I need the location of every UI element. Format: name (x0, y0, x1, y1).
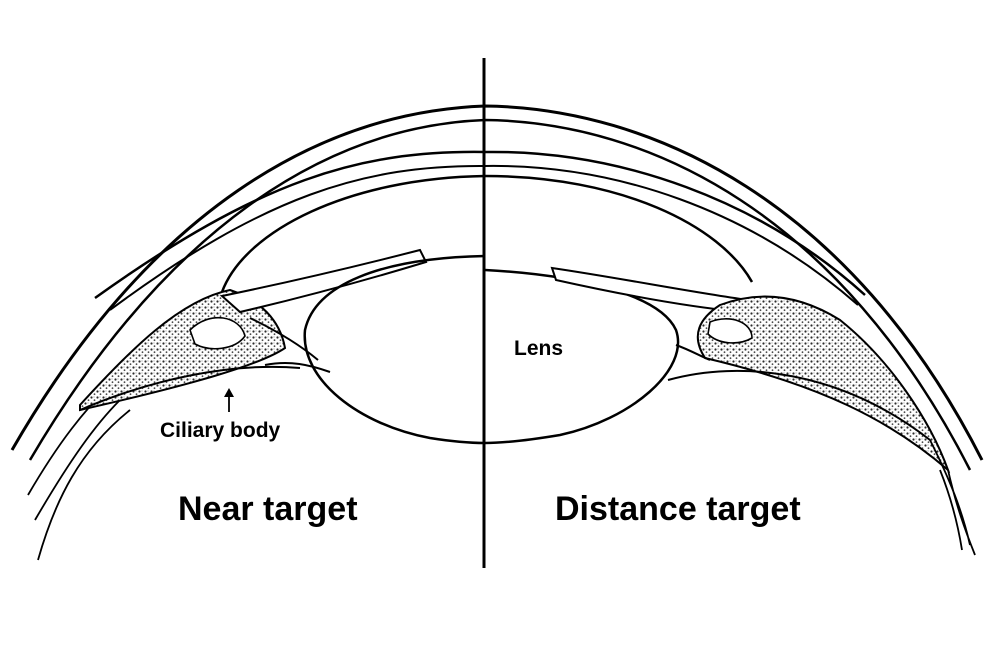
anterior-chamber-arc (220, 174, 754, 293)
sclera-inner-arc (28, 118, 972, 471)
sclera-outer-arc (10, 104, 984, 461)
lens-near (303, 254, 486, 445)
ciliary-body-left (79, 288, 287, 412)
ciliary-body-label: Ciliary body (160, 419, 281, 442)
ciliary-process-left (189, 316, 246, 350)
vitreous-arc-right (667, 369, 931, 441)
zonule-left (249, 317, 331, 373)
right-outer-tissue (929, 439, 976, 556)
zonule-right (675, 344, 711, 361)
ciliary-process-right (707, 318, 753, 344)
near-target-label: Near target (178, 490, 358, 528)
ciliary-arrow-icon (224, 388, 234, 412)
iris-left (219, 248, 428, 314)
lens-label: Lens (514, 337, 564, 360)
distance-target-label: Distance target (555, 490, 801, 528)
vitreous-arc-left (79, 365, 301, 411)
